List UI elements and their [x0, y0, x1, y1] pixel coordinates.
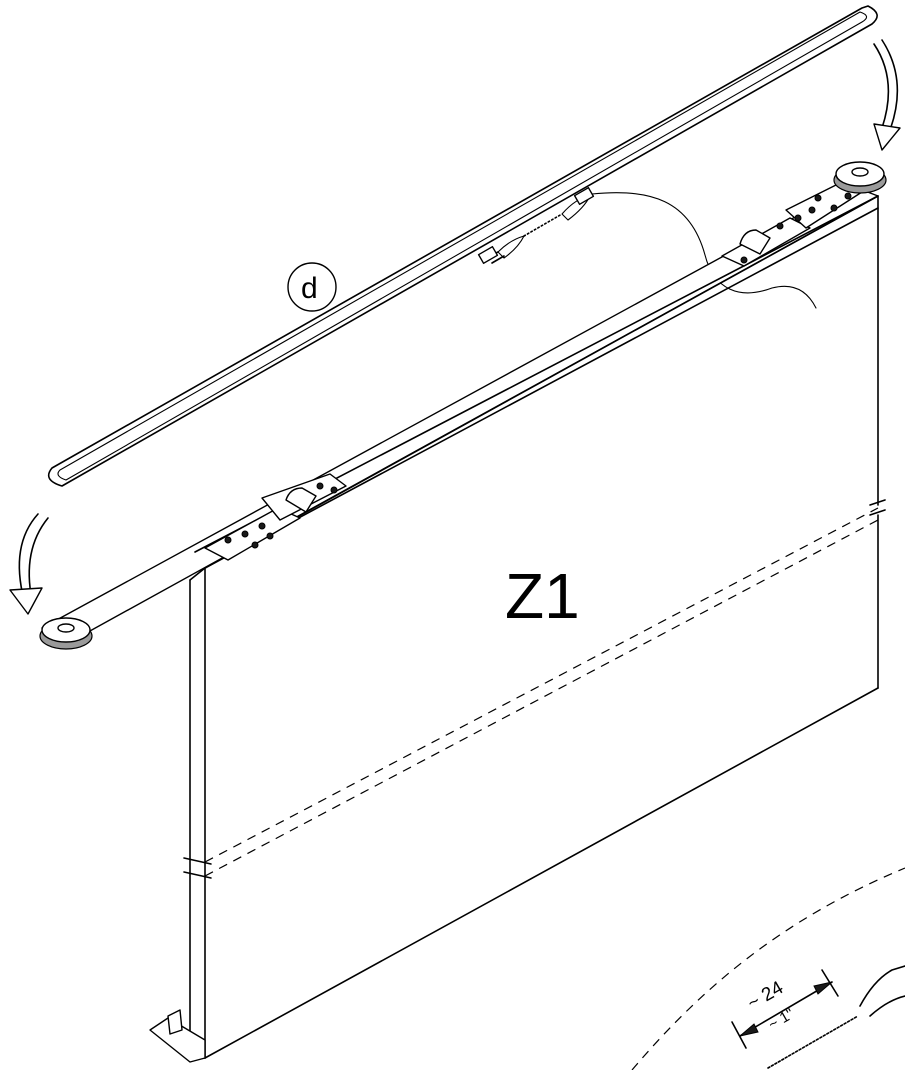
part-label-d: d — [301, 272, 318, 305]
arrow-right-icon — [873, 39, 901, 151]
cable-loop — [47, 5, 878, 487]
pulley-right — [833, 161, 887, 194]
foot-bracket — [149, 1009, 206, 1063]
detail-spring — [767, 965, 905, 1069]
part-label-circle — [287, 262, 337, 312]
panel-label-z1: Z1 — [505, 560, 580, 632]
cable-tension-spring — [477, 186, 595, 265]
dimension-marker — [731, 969, 839, 1049]
bracket-left — [204, 473, 347, 561]
arrow-left-icon — [9, 513, 49, 615]
bracket-right — [721, 179, 863, 267]
panel-z1 — [183, 195, 886, 1059]
pulley-left — [39, 617, 93, 650]
detail-circle — [631, 867, 905, 1070]
dimension-label-in: ~ 1" — [766, 1005, 798, 1033]
